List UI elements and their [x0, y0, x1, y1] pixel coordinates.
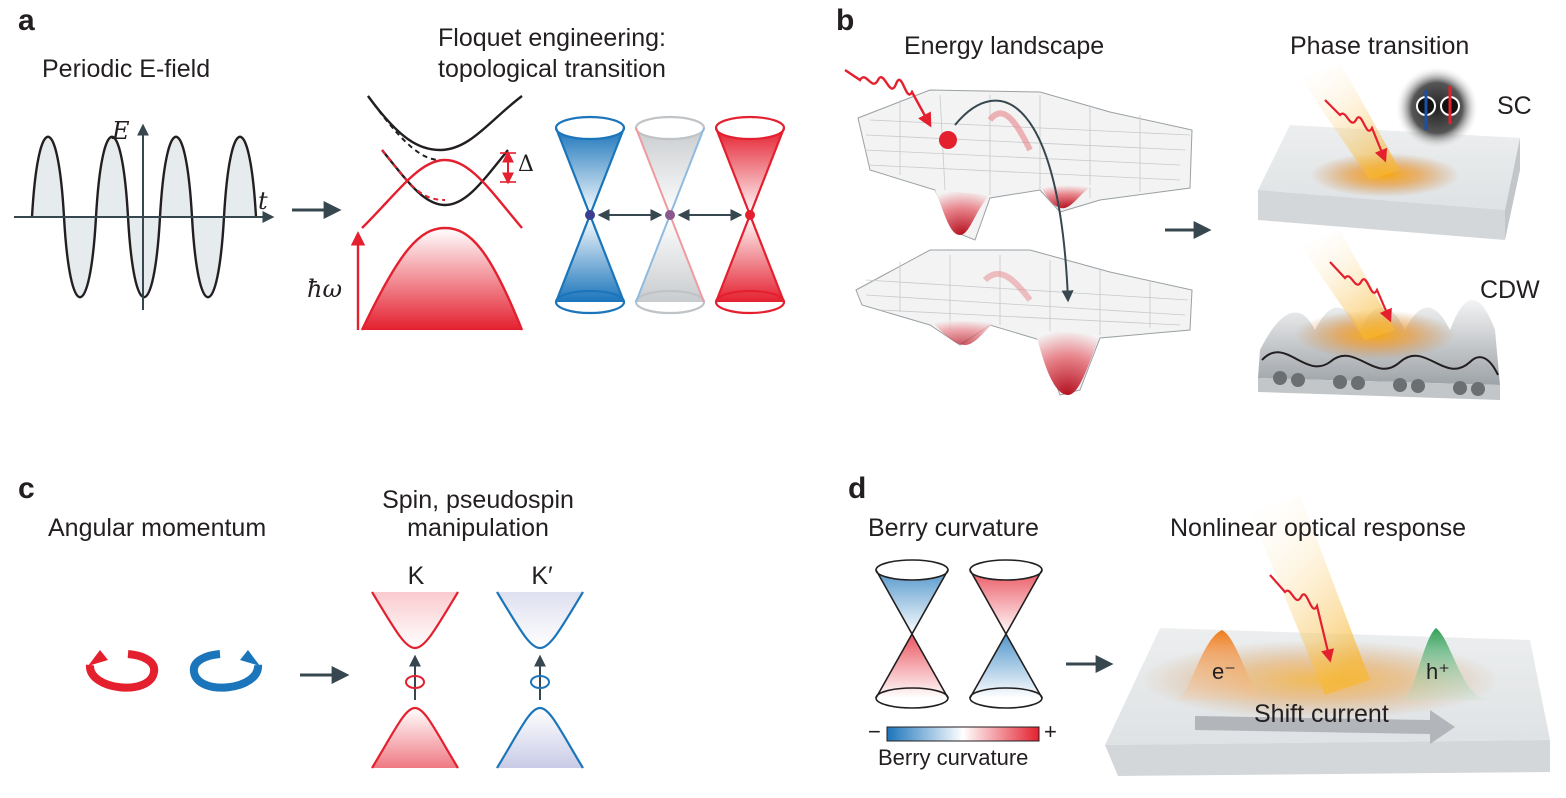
sc-label: SC — [1497, 92, 1532, 120]
title-floquet-line2: topological transition — [438, 55, 666, 83]
cone-gray — [634, 115, 706, 315]
title-energy-landscape: Energy landscape — [904, 32, 1105, 60]
title-spin-line2: manipulation — [407, 514, 549, 542]
dirac-cones — [554, 115, 786, 315]
berry-cone-left — [875, 559, 949, 709]
energy-landscape-lower — [855, 249, 1193, 396]
panel-label-b: b — [836, 4, 855, 37]
title-angular-momentum: Angular momentum — [48, 514, 267, 542]
panel-label-d: d — [848, 472, 867, 505]
title-periodic-field: Periodic E-field — [42, 55, 211, 83]
axis-label-e: E — [112, 117, 130, 145]
circular-arrow-blue — [189, 650, 262, 692]
axis-label-t: t — [258, 187, 268, 215]
transition-arrow — [954, 99, 1074, 303]
light-pulse-b — [844, 69, 932, 128]
cone-blue — [554, 115, 626, 315]
panel-label-a: a — [18, 4, 35, 37]
valley-k-label: K — [407, 562, 425, 590]
circular-arrow-red — [86, 650, 159, 692]
shift-current-label: Shift current — [1254, 700, 1389, 728]
energy-landscape-upper — [857, 89, 1193, 241]
cone-red — [714, 115, 786, 315]
hole-label: h⁺ — [1426, 659, 1450, 684]
nonlinear-slab — [1105, 495, 1550, 776]
panel-label-c: c — [18, 472, 35, 505]
electron-label: e⁻ — [1212, 659, 1236, 684]
title-berry-curvature: Berry curvature — [868, 514, 1039, 542]
periodic-field-plot — [14, 123, 275, 310]
cdw-label: CDW — [1480, 276, 1540, 304]
valley-kp-label: K′ — [531, 562, 553, 590]
berry-cone-right — [969, 559, 1043, 709]
scale-minus-label: − — [868, 719, 881, 744]
valley-k-bands — [371, 591, 459, 769]
title-spin-line1: Spin, pseudospin — [382, 486, 574, 514]
sc-slab — [1258, 62, 1520, 240]
cdw-slab — [1258, 230, 1500, 400]
floquet-bands — [350, 95, 524, 331]
scale-caption: Berry curvature — [878, 745, 1029, 770]
berry-scale-bar — [886, 726, 1040, 742]
title-phase-transition: Phase transition — [1290, 32, 1470, 60]
scale-plus-label: + — [1044, 719, 1057, 744]
gap-label: Δ — [518, 152, 534, 177]
title-nonlinear-response: Nonlinear optical response — [1170, 514, 1467, 542]
ball — [939, 131, 957, 149]
valley-kp-bands — [496, 591, 584, 769]
photon-energy-label: ħω — [307, 275, 343, 303]
title-floquet-line1: Floquet engineering: — [438, 24, 666, 52]
